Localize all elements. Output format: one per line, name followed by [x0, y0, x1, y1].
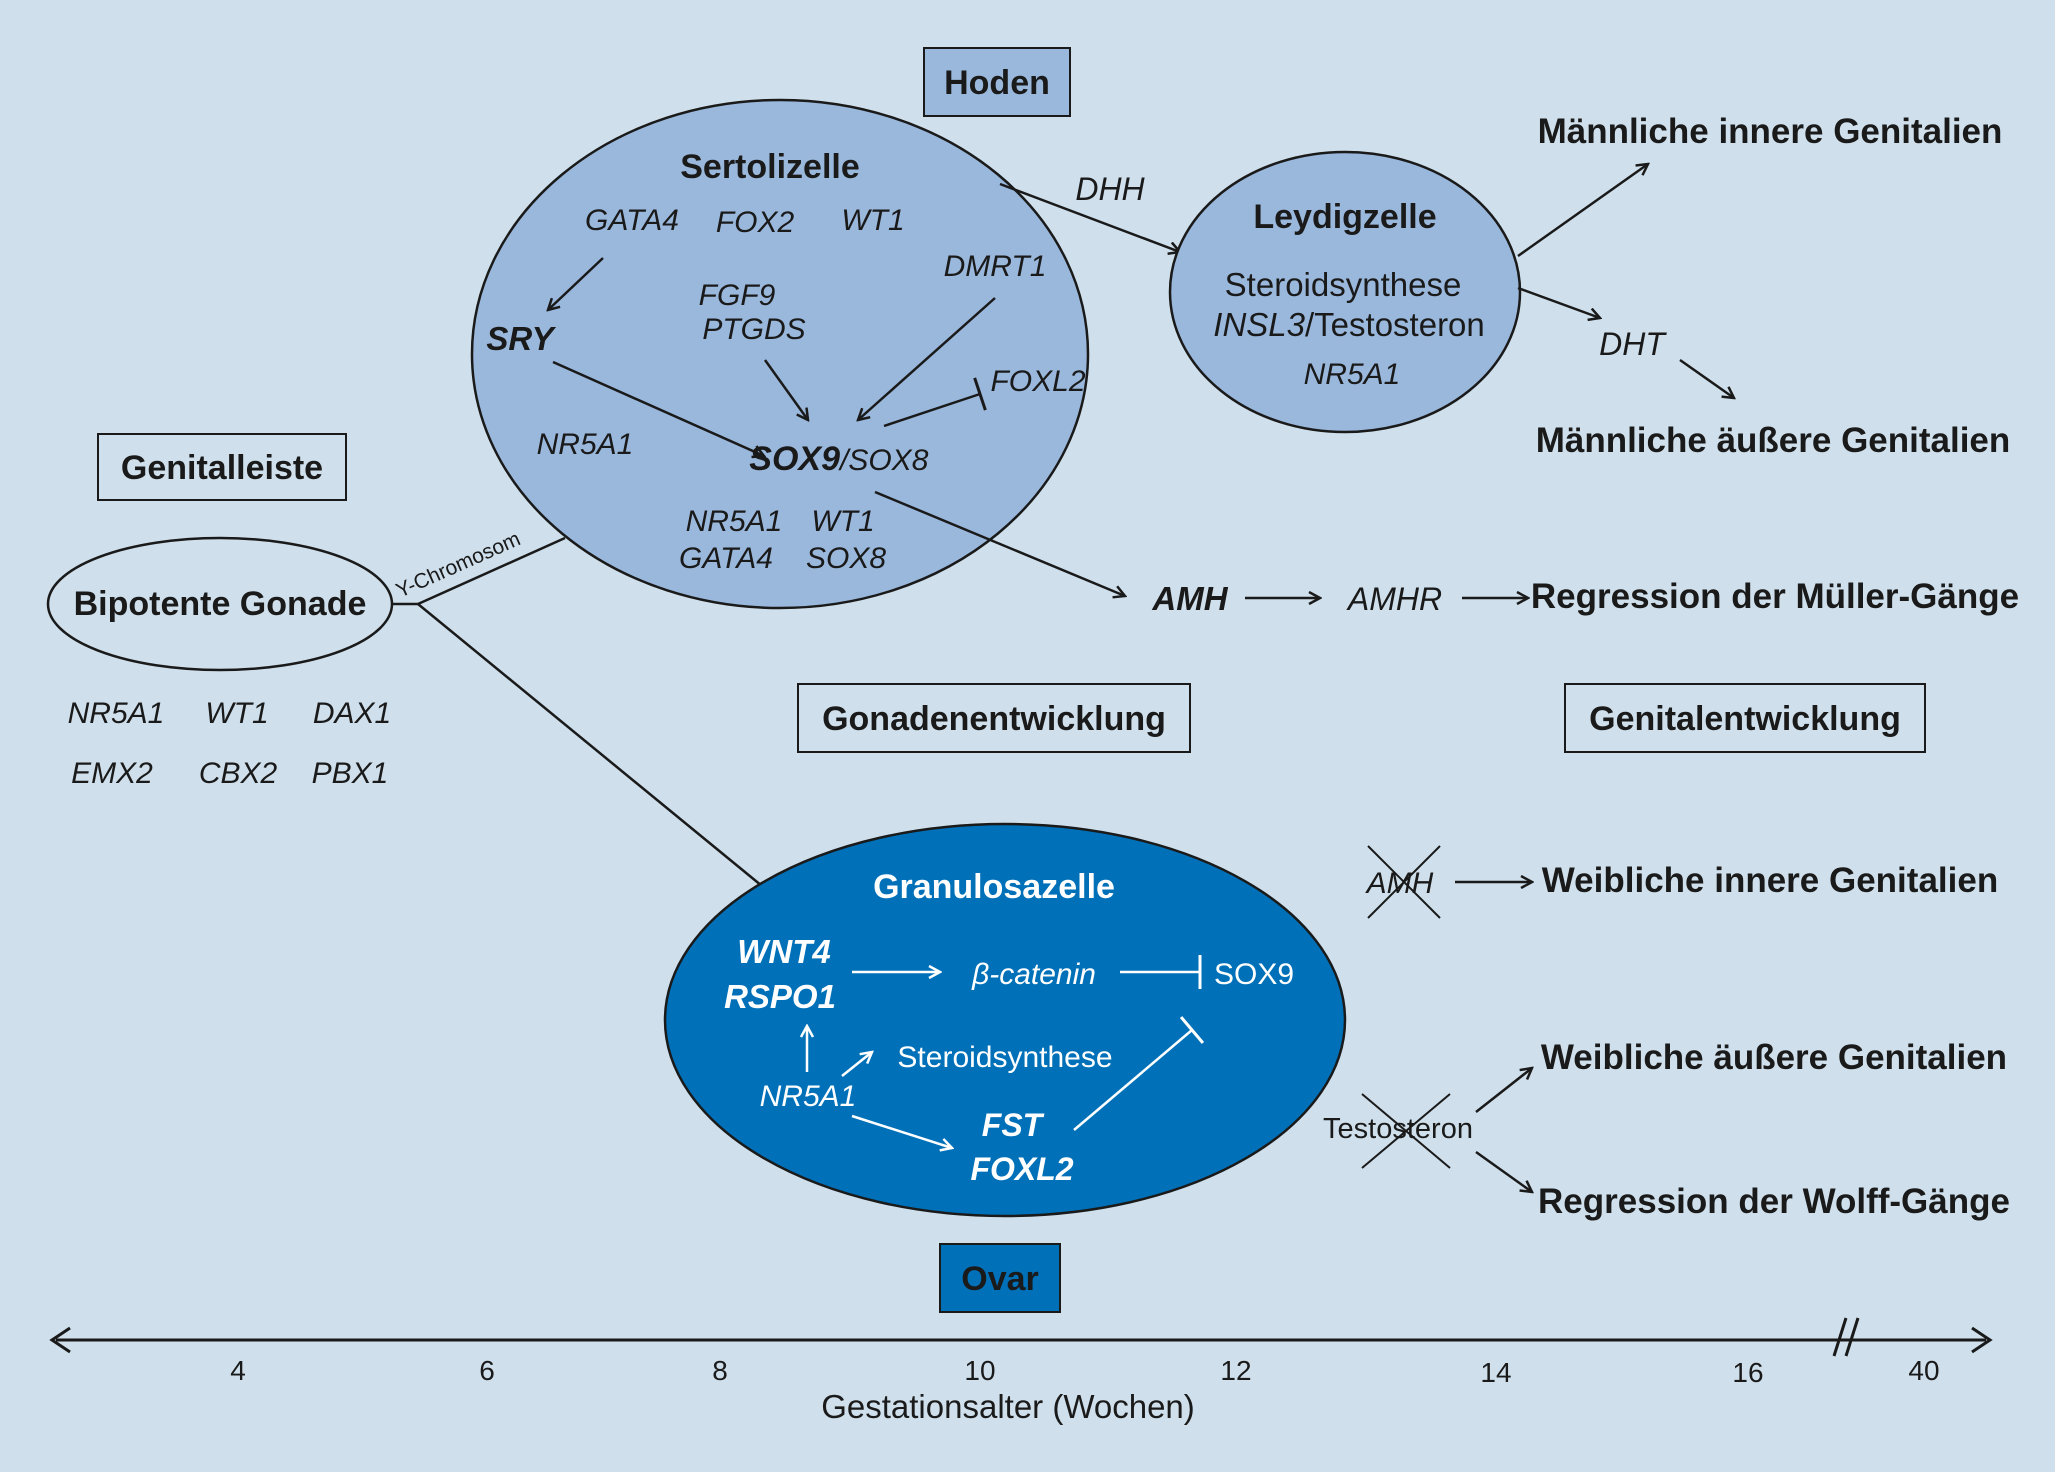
- timeline-arrow-left: [49, 1326, 71, 1354]
- female-testosteron-label: Testosteron: [1323, 1113, 1473, 1145]
- genitalleiste-box: [97, 433, 347, 501]
- sertoli-sox9: SOX9: [749, 440, 840, 478]
- granulosa-steroidsynthese: Steroidsynthese: [897, 1041, 1112, 1074]
- sertoli-dmrt1: DMRT1: [944, 250, 1047, 283]
- female-amh-label: AMH: [1365, 867, 1434, 900]
- amhr-label: AMHR: [1346, 581, 1442, 617]
- tick-label: 12: [1220, 1355, 1251, 1386]
- tick-label: 10: [964, 1355, 995, 1386]
- branch-to-sertoli: [417, 536, 566, 606]
- ovar-box: [939, 1243, 1061, 1313]
- axis-break: [1844, 1317, 1860, 1357]
- sertoli-fox2: FOX2: [716, 206, 795, 239]
- arrow-nr5a1-steroid: [841, 1052, 872, 1077]
- dhh-label: DHH: [1075, 171, 1145, 207]
- arrow-sry-sox9: [552, 360, 764, 456]
- leydig-nr5a1: NR5A1: [1304, 358, 1401, 391]
- gonadenentwicklung-label: Gonadenentwicklung: [822, 700, 1166, 738]
- inhibit-fst-sox9: [1073, 1016, 1205, 1131]
- granulosa-wnt4: WNT4: [737, 933, 831, 970]
- granulosa-cell-ellipse: [663, 822, 1347, 1218]
- bipotent-gene: PBX1: [312, 757, 389, 790]
- arrow-wolff: [1475, 1150, 1532, 1192]
- dht-label: DHT: [1599, 326, 1667, 362]
- sertoli-fgf9: FGF9: [699, 279, 776, 312]
- branch-to-granulosa: [417, 603, 763, 887]
- sertoli-bottom-gene: GATA4: [679, 542, 773, 575]
- genitalentwicklung-label: Genitalentwicklung: [1589, 700, 1901, 738]
- granulosa-fst: FST: [982, 1107, 1045, 1143]
- arrow-nr5a1-fst: [851, 1114, 952, 1148]
- hoden-box: [923, 47, 1071, 117]
- arrow-dht-outer: [1679, 358, 1734, 398]
- wolff-regression: Regression der Wolff-Gänge: [1538, 1182, 2010, 1221]
- granulosa-nr5a1: NR5A1: [760, 1080, 857, 1113]
- gonadenentwicklung-box: [797, 683, 1191, 753]
- bipotent-gene: DAX1: [313, 697, 391, 730]
- sertoli-ptgds: PTGDS: [702, 313, 805, 346]
- tick-label: 8: [712, 1355, 728, 1386]
- amh-label: AMH: [1151, 580, 1228, 617]
- genitalleiste-label: Genitalleiste: [121, 449, 323, 487]
- timeline-arrow-right: [1971, 1326, 1993, 1354]
- leydig-steroidsynthese: Steroidsynthese: [1225, 266, 1462, 303]
- arrow-female-outer: [1475, 1068, 1532, 1113]
- mueller-regression: Regression der Müller-Gänge: [1531, 577, 2019, 616]
- sertoli-title: Sertolizelle: [680, 148, 860, 186]
- tick-label: 14: [1480, 1357, 1511, 1388]
- bipotent-gene: NR5A1: [68, 697, 165, 730]
- sertoli-sry: SRY: [486, 320, 556, 357]
- granulosa-title: Granulosazelle: [873, 868, 1115, 906]
- hoden-label: Hoden: [944, 64, 1050, 102]
- female-inner-genitalia: Weibliche innere Genitalien: [1542, 861, 1998, 900]
- granulosa-rspo1: RSPO1: [724, 978, 836, 1015]
- tick-label: 40: [1908, 1355, 1939, 1386]
- leydig-insl3: INSL3: [1213, 306, 1305, 343]
- bipotent-gene: CBX2: [199, 757, 278, 790]
- bipotente-gonade-label: Bipotente Gonade: [74, 585, 367, 623]
- timeline-label: Gestationsalter (Wochen): [821, 1388, 1195, 1425]
- tick-label: 4: [230, 1355, 246, 1386]
- arrow-gata4-sry: [548, 257, 604, 310]
- arrow-dhh: [999, 182, 1180, 252]
- inhibit-sox9-foxl2: [883, 377, 987, 428]
- sertoli-gata4: GATA4: [585, 204, 679, 237]
- arrow-sox9-amh: [874, 490, 1125, 596]
- sertoli-bottom-gene: SOX8: [806, 542, 886, 575]
- leydig-testosteron: /Testosteron: [1305, 306, 1485, 343]
- axis-break: [1832, 1317, 1848, 1357]
- arrow-leydig-dht: [1517, 286, 1600, 318]
- female-outer-genitalia: Weibliche äußere Genitalien: [1541, 1038, 2007, 1077]
- tick-label: 16: [1732, 1357, 1763, 1388]
- leydig-title: Leydigzelle: [1253, 198, 1436, 236]
- genitalentwicklung-box: [1564, 683, 1926, 753]
- granulosa-bcatenin: β-catenin: [971, 958, 1096, 991]
- sertoli-foxl2: FOXL2: [990, 365, 1085, 398]
- leydig-cell-ellipse: [1168, 150, 1522, 434]
- sertoli-bottom-gene: WT1: [811, 505, 874, 538]
- sertoli-nr5a1: NR5A1: [537, 428, 634, 461]
- bipotent-gene: WT1: [205, 697, 268, 730]
- male-inner-genitalia: Männliche innere Genitalien: [1538, 112, 2003, 151]
- arrow-fgf9-sox9: [763, 359, 808, 420]
- sertoli-sox8: /SOX8: [838, 444, 929, 477]
- sertoli-wt1: WT1: [841, 204, 904, 237]
- granulosa-sox9: SOX9: [1214, 958, 1294, 991]
- testosteron-cross: [1361, 1093, 1451, 1169]
- sertoli-cell-ellipse: [470, 98, 1090, 610]
- sertoli-bottom-gene: NR5A1: [686, 505, 783, 538]
- bipotent-gene: EMX2: [71, 757, 153, 790]
- amh-cross: [1367, 845, 1441, 919]
- arrow-leydig-inner: [1517, 164, 1648, 258]
- ovar-label: Ovar: [961, 1260, 1039, 1298]
- granulosa-foxl2: FOXL2: [970, 1151, 1073, 1187]
- male-outer-genitalia: Männliche äußere Genitalien: [1536, 421, 2011, 460]
- tick-label: 6: [479, 1355, 495, 1386]
- arrow-dmrt1-sox9: [858, 297, 996, 420]
